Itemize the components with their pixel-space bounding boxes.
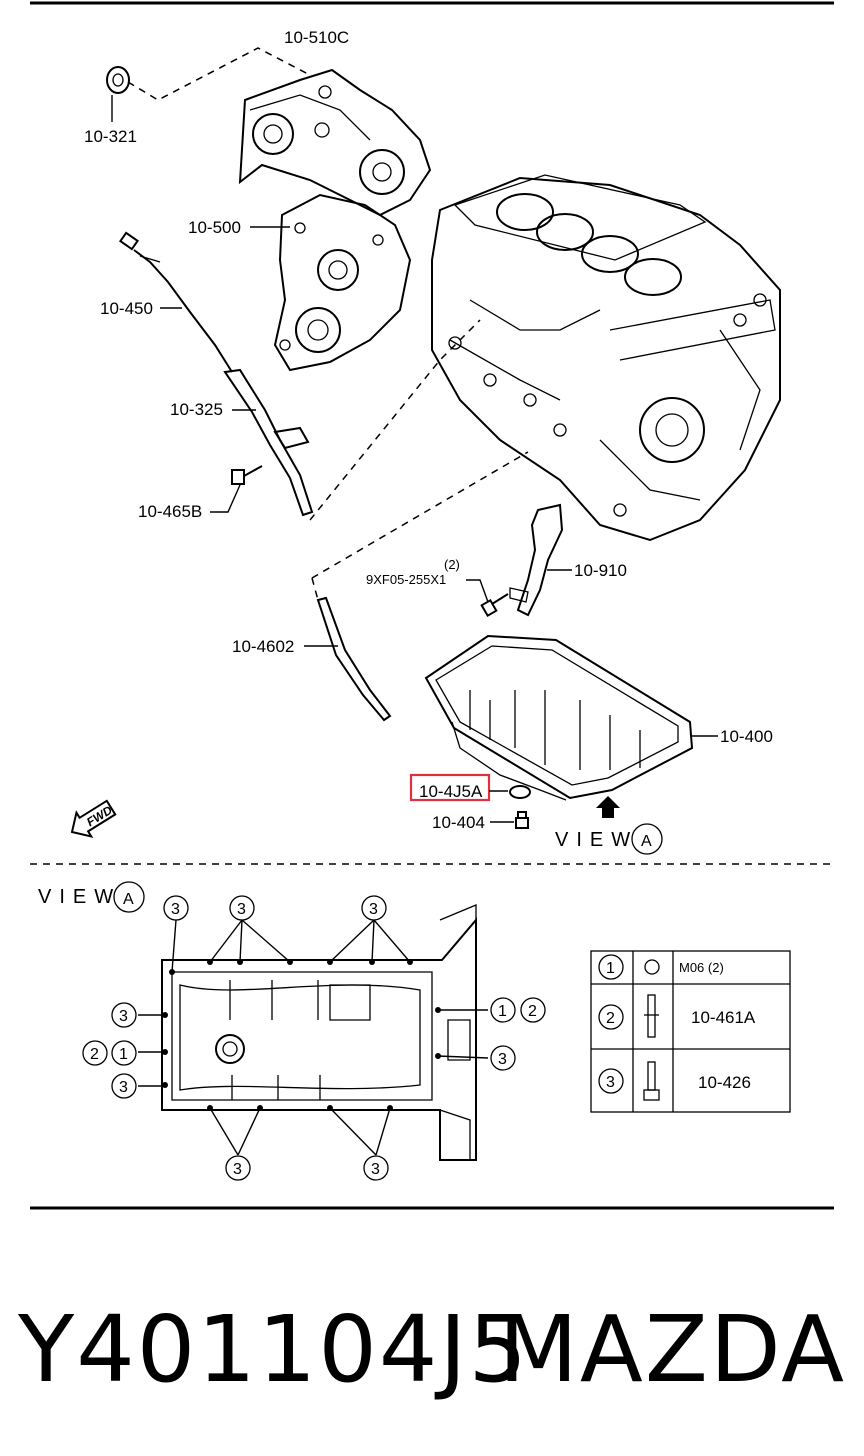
callout-2-right: 2 [520,997,546,1023]
callout-3-b: 3 [229,895,255,921]
baffle-drawing [509,503,564,617]
legend-key-2: 2 [606,1010,615,1027]
dipstick-tube-drawing [223,368,314,517]
oil-pan-bottom-drawing [161,904,477,1161]
label-timing-cover: 10-500 [188,218,241,237]
legend-part-3: 10-426 [698,1073,751,1092]
timing-cover-drawing [273,193,412,372]
callout-leaders [138,919,489,1156]
svg-text:3: 3 [119,1008,128,1025]
svg-text:3: 3 [237,901,246,918]
bolt-icon [643,1061,660,1101]
svg-text:1: 1 [119,1046,128,1063]
nut-icon [644,959,660,975]
label-dipstick-tube: 10-325 [170,400,223,419]
label-dipstick: 10-450 [100,299,153,318]
label-oil-pan: 10-400 [720,727,773,746]
label-drain-plug: 10-404 [432,813,485,832]
svg-text:1: 1 [498,1003,507,1020]
view-word: VIEW [555,829,638,851]
svg-text:3: 3 [498,1051,507,1068]
callout-3-c: 3 [361,895,387,921]
svg-text:2: 2 [528,1003,537,1020]
view-a-title-word: VIEW [38,886,121,908]
hose-drawing [316,596,392,722]
callout-3-f: 3 [490,1045,516,1071]
label-bolt: 9XF05-255X1 [366,572,446,587]
view-mark-circle [631,823,663,855]
callout-3-e: 3 [111,1073,137,1099]
svg-text:2: 2 [90,1046,99,1063]
svg-text:3: 3 [171,901,180,918]
stud-icon [644,994,659,1038]
part-number: Y401104J5 [18,1296,530,1403]
svg-text:3: 3 [369,901,378,918]
label-hose: 10-4602 [232,637,294,656]
legend-table: 1 M06 (2) 2 10-461A 3 10-426 [590,950,791,1113]
legend-part-2: 10-461A [691,1008,756,1027]
callout-3-g: 3 [225,1155,251,1181]
label-bolt-qty: (2) [444,557,460,572]
drain-plug-drawing [515,811,529,829]
legend-part-1: M06 (2) [679,960,724,975]
callout-1-left: 1 [111,1040,137,1066]
view-a-title-mark: A [123,891,134,908]
bolt-drawing [480,593,509,618]
svg-text:3: 3 [371,1161,380,1178]
fwd-arrow-icon: FWD [70,799,117,838]
label-baffle: 10-910 [574,561,627,580]
label-tube-bolt: 10-465B [138,502,202,521]
label-gasket: 10-4J5A [419,782,483,801]
view-mark: A [641,833,652,850]
svg-text:3: 3 [233,1161,242,1178]
brand-name: MAZDA [498,1296,846,1403]
gasket-ring [509,785,531,799]
callout-3-h: 3 [363,1155,389,1181]
engine-block-drawing [431,174,781,542]
callout-3-d: 3 [111,1002,137,1028]
callout-2-left: 2 [82,1040,108,1066]
legend-key-3: 3 [606,1074,615,1091]
view-arrow-icon [596,796,620,818]
highlight-box [409,773,491,802]
oil-pan-drawing [424,634,694,801]
label-front-cover: 10-510C [284,28,349,47]
seal-10-321-drawing [106,66,130,94]
dipstick-drawing [119,231,233,373]
front-cover-drawing [238,68,432,217]
callout-1-right: 1 [490,997,516,1023]
tube-bolt-drawing [231,465,263,485]
label-seal: 10-321 [84,127,137,146]
svg-text:3: 3 [119,1079,128,1096]
legend-key-1: 1 [606,960,615,977]
footer: Y401104J5 MAZDA [0,1290,864,1410]
callout-3-a: 3 [163,895,189,921]
